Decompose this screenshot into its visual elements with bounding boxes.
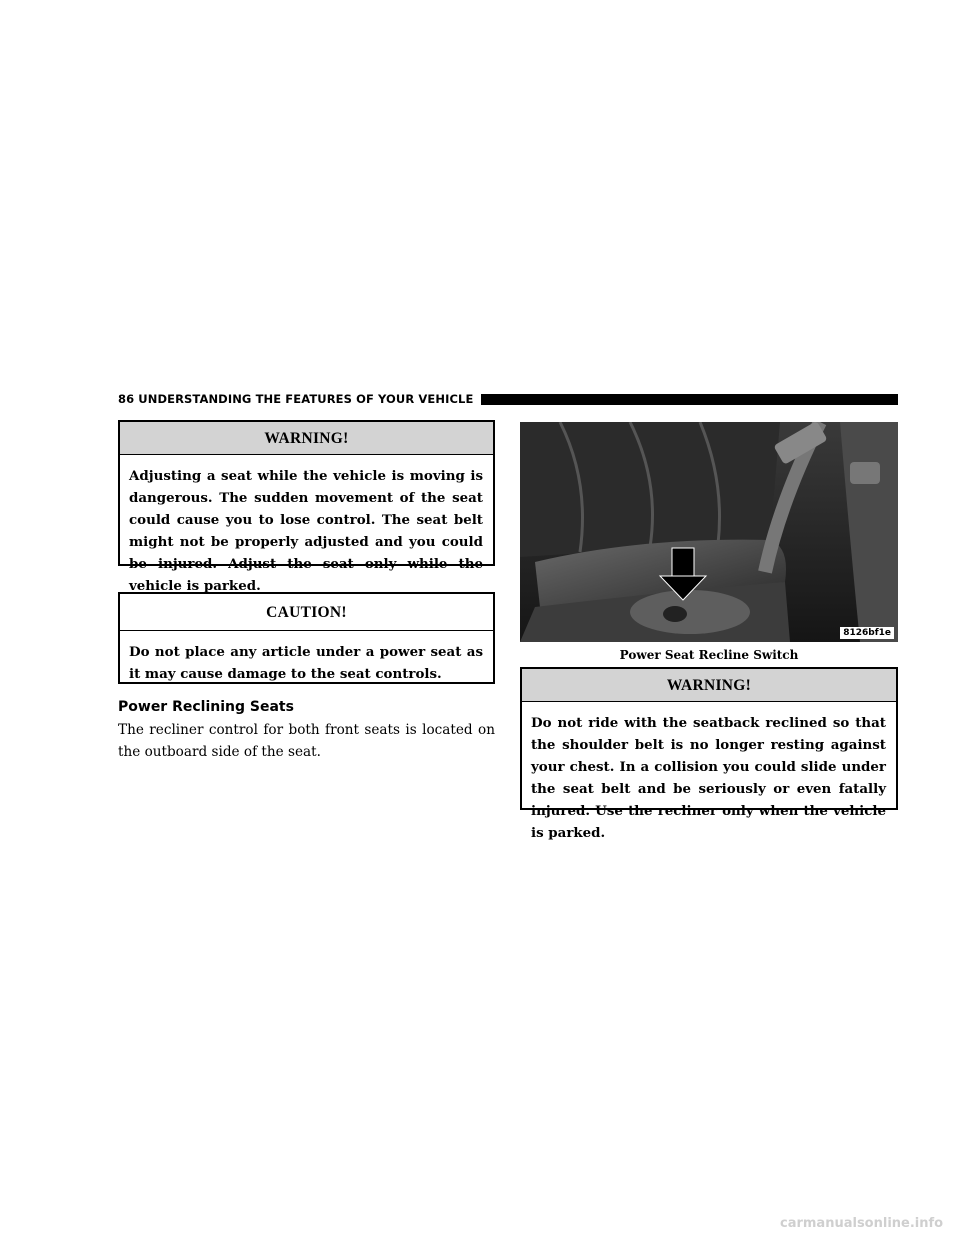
section-body: The recliner control for both front seat…: [118, 722, 495, 760]
header-rule: [481, 393, 898, 405]
figure-caption: Power Seat Recline Switch: [619, 648, 799, 662]
warning-box-recline: WARNING! Do not ride with the seatback r…: [520, 667, 898, 841]
page-header: 86 UNDERSTANDING THE FEATURES OF YOUR VE…: [118, 392, 898, 406]
seat-recline-photo: 8126bf1e: [520, 422, 898, 642]
down-arrow-icon: [658, 547, 708, 601]
warning-body: Adjusting a seat while the vehicle is mo…: [129, 468, 483, 594]
warning-title: WARNING!: [120, 422, 493, 455]
caution-title: CAUTION!: [120, 594, 493, 631]
section-heading: Power Reclining Seats: [118, 699, 294, 715]
figure-code: 8126bf1e: [840, 627, 894, 639]
warning-box-seat-adjust: WARNING! Adjusting a seat while the vehi…: [118, 420, 495, 594]
caution-box: CAUTION! Do not place any article under …: [118, 592, 495, 684]
seat-illustration: [520, 422, 898, 642]
caution-body: Do not place any article under a power s…: [129, 644, 483, 682]
watermark: carmanualsonline.info: [780, 1216, 944, 1231]
warning-body: Do not ride with the seatback reclined s…: [531, 715, 886, 841]
page-header-text: 86 UNDERSTANDING THE FEATURES OF YOUR VE…: [118, 392, 474, 406]
warning-title: WARNING!: [522, 669, 896, 702]
